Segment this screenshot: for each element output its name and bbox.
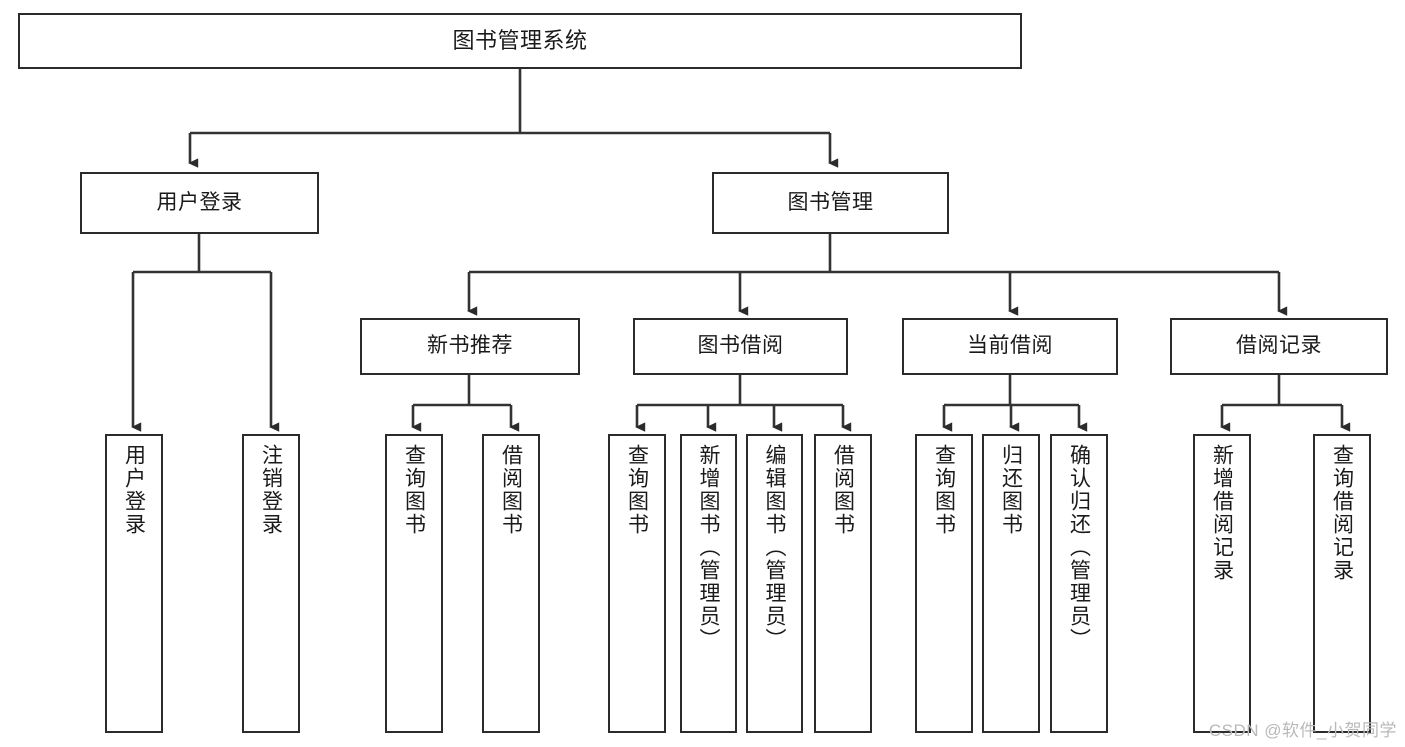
node-book-management[interactable]: 图书管理	[712, 172, 949, 234]
node-label: 查询图书	[932, 444, 956, 536]
watermark-text: CSDN @软件_小贺同学	[1208, 721, 1397, 740]
node-label: 图书管理系统	[452, 28, 588, 54]
leaf-edit-book-admin[interactable]: 编辑图书（管理员）	[746, 434, 803, 733]
node-label: 查询借阅记录	[1330, 444, 1354, 582]
node-root-system[interactable]: 图书管理系统	[18, 13, 1022, 69]
leaf-query-book-recommend[interactable]: 查询图书	[385, 434, 443, 733]
node-label: 新书推荐	[427, 334, 513, 358]
leaf-borrow-book-recommend[interactable]: 借阅图书	[482, 434, 540, 733]
leaf-query-book-borrow[interactable]: 查询图书	[608, 434, 666, 733]
node-label: 图书管理	[787, 190, 874, 214]
node-label: 新增图书（管理员）	[697, 444, 720, 651]
node-label: 归还图书	[999, 444, 1023, 536]
leaf-confirm-return-admin[interactable]: 确认归还（管理员）	[1050, 434, 1108, 733]
node-label: 新增借阅记录	[1210, 444, 1234, 582]
node-label: 确认归还（管理员）	[1067, 444, 1091, 651]
node-label: 当前借阅	[967, 334, 1053, 358]
node-label: 用户登录	[122, 444, 146, 536]
node-label: 查询图书	[625, 444, 649, 536]
node-label: 借阅图书	[499, 444, 523, 536]
node-label: 借阅图书	[831, 444, 855, 536]
leaf-query-book-current[interactable]: 查询图书	[915, 434, 973, 733]
leaf-borrow-book[interactable]: 借阅图书	[814, 434, 872, 733]
leaf-add-book-admin[interactable]: 新增图书（管理员）	[680, 434, 737, 733]
leaf-user-login[interactable]: 用户登录	[105, 434, 163, 733]
node-borrow-records[interactable]: 借阅记录	[1170, 318, 1388, 375]
leaf-logout[interactable]: 注销登录	[242, 434, 300, 733]
node-user-login[interactable]: 用户登录	[80, 172, 319, 234]
node-label: 编辑图书（管理员）	[763, 444, 786, 651]
leaf-query-borrow-record[interactable]: 查询借阅记录	[1313, 434, 1371, 733]
leaf-return-book[interactable]: 归还图书	[982, 434, 1040, 733]
node-label: 图书借阅	[697, 334, 784, 358]
node-book-borrow[interactable]: 图书借阅	[633, 318, 848, 375]
node-label: 用户登录	[156, 190, 243, 214]
leaf-add-borrow-record[interactable]: 新增借阅记录	[1193, 434, 1251, 733]
node-new-book-recommend[interactable]: 新书推荐	[360, 318, 580, 375]
node-label: 借阅记录	[1236, 334, 1322, 358]
node-label: 查询图书	[402, 444, 426, 536]
node-label: 注销登录	[259, 444, 283, 536]
node-current-borrow[interactable]: 当前借阅	[902, 318, 1118, 375]
